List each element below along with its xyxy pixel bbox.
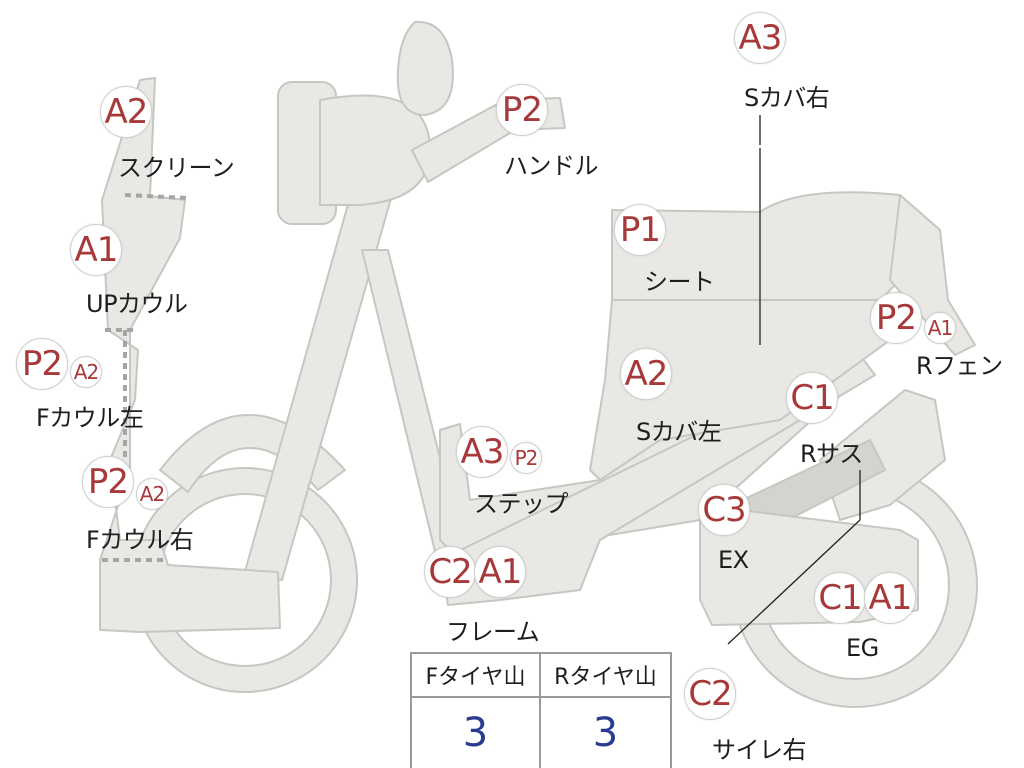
s-cover-right-label: Sカバ右 (744, 84, 830, 112)
exhaust-code-badge: C3 (698, 484, 750, 536)
screen-code-badge: A2 (100, 86, 152, 138)
up-cowl-label: UPカウル (86, 290, 188, 318)
engine-code-badge-1: C1 (814, 572, 866, 624)
f-cowl-left-label: Fカウル左 (36, 404, 144, 432)
handle-code-badge: P2 (496, 84, 548, 136)
seat-code-badge: P1 (614, 204, 666, 256)
engine-label: EG (846, 634, 879, 662)
up-cowl-code-badge: A1 (70, 224, 122, 276)
r-fender-code-badge-2: A1 (924, 312, 956, 344)
muffler-right-code-badge: C2 (684, 668, 736, 720)
rear-tire-header: Rタイヤ山 (541, 654, 670, 698)
tire-tread-table: Fタイヤ山 Rタイヤ山 3 3 (410, 652, 672, 768)
r-fender-label: Rフェン (916, 352, 1003, 380)
f-cowl-left-code-badge-1: P2 (16, 338, 68, 390)
handle-label: ハンドル (504, 152, 599, 180)
seat-label: シート (644, 268, 715, 296)
r-fender-code-badge-1: P2 (870, 292, 922, 344)
screen-label: スクリーン (118, 154, 235, 182)
rear-tire-value: 3 (592, 710, 619, 756)
front-cowl (99, 77, 281, 633)
step-label: ステップ (474, 490, 569, 518)
step-code-badge-2: P2 (510, 442, 542, 474)
exhaust-label: EX (718, 546, 749, 574)
s-cover-left-code-badge: A2 (620, 348, 672, 400)
f-cowl-right-code-badge-2: A2 (136, 478, 168, 510)
rear-fender (889, 194, 976, 356)
step-code-badge-1: A3 (456, 426, 508, 478)
s-cover-left-label: Sカバ左 (636, 418, 722, 446)
front-tire-value: 3 (412, 698, 541, 768)
frame-code-badge-2: A1 (474, 546, 526, 598)
s-cover-right-code-badge: A3 (734, 12, 786, 64)
frame-label: フレーム (446, 618, 540, 646)
mirror (396, 20, 454, 116)
f-cowl-right-label: Fカウル右 (86, 526, 194, 554)
r-suspension-code-badge: C1 (786, 372, 838, 424)
muffler-right-label: サイレ右 (712, 736, 807, 764)
engine-code-badge-2: A1 (864, 572, 916, 624)
f-cowl-left-code-badge-2: A2 (70, 356, 102, 388)
r-suspension-label: Rサス (800, 440, 863, 468)
f-cowl-right-code-badge-1: P2 (82, 456, 134, 508)
frame-code-badge-1: C2 (424, 546, 476, 598)
front-tire-header: Fタイヤ山 (412, 654, 541, 698)
